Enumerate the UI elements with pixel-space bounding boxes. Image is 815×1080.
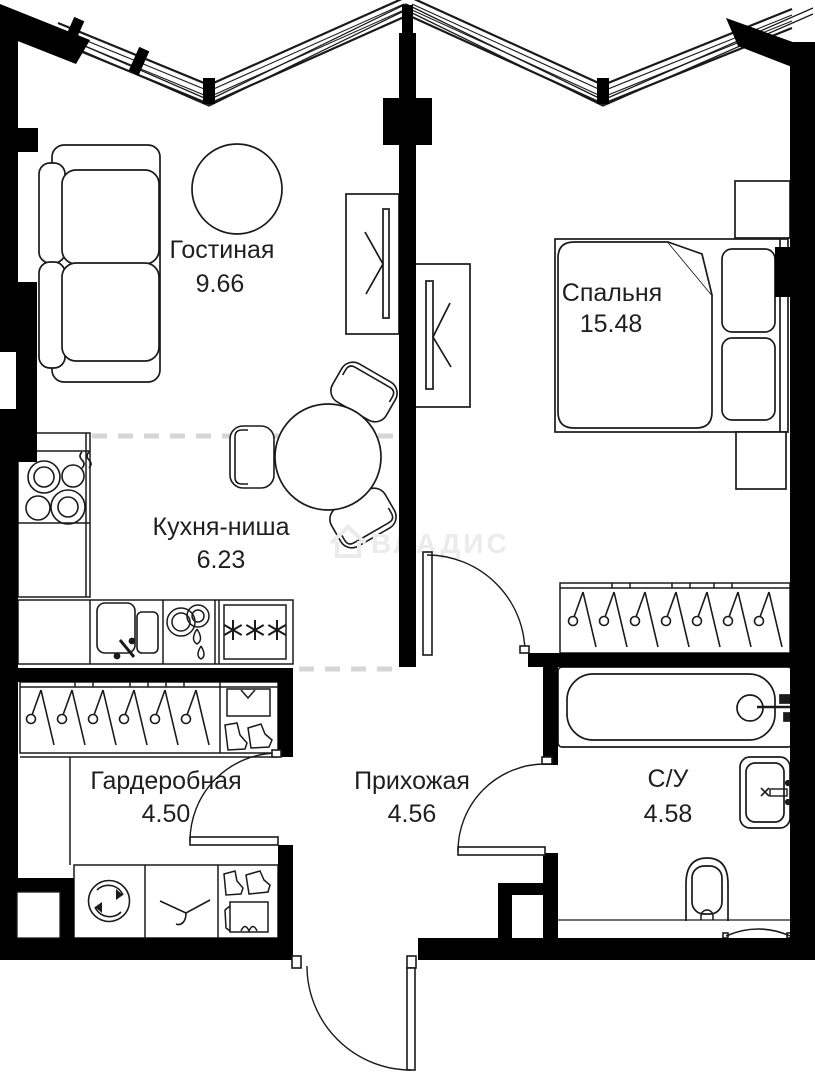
wall-niches [0,352,61,939]
bathroom-door [457,756,553,856]
stove [25,451,92,525]
fridge [223,604,287,660]
zone-dashed-lines [92,433,397,672]
wardrobe-door [189,749,282,846]
bathtub [557,666,794,748]
coat-hook [159,899,211,926]
room-label-kitchen: Кухня-ниша [153,513,290,541]
bathroom-sink [739,756,792,829]
round-rug [191,143,283,235]
room-area-living: 9.66 [196,270,245,298]
room-label-living: Гостиная [170,236,275,264]
tv-unit-bedroom [414,263,471,408]
storage-boots-box [223,870,271,933]
room-area-kitchen: 6.23 [197,546,246,574]
nightstand-top [734,180,791,239]
watermark-text: ВЛАДИС [371,528,510,559]
shirt-box [226,688,271,717]
bed [554,238,789,433]
room-label-hallway: Прихожая [354,767,470,795]
dish-rack [166,604,210,660]
room-label-bathroom: С/У [648,765,689,793]
watermark: ВЛАДИС [329,524,510,559]
room-area-bathroom: 4.58 [644,800,693,828]
watermark-house-icon [329,524,367,558]
room-label-wardrobe: Гардеробная [90,767,241,795]
room-area-bedroom: 15.48 [580,310,643,338]
boots [224,722,273,751]
sofa [38,144,161,383]
dining-table [274,403,382,511]
room-area-wardrobe: 4.50 [142,800,191,828]
walls [0,4,815,960]
room-label-bedroom: Спальня [562,279,662,307]
kitchen-sink [96,602,159,660]
nightstand-bottom [735,431,787,490]
tv-unit-living [345,193,400,335]
towel-rail [558,919,793,939]
room-area-hallway: 4.56 [388,800,437,828]
toilet [685,857,729,921]
entry-door [291,955,417,1071]
bedroom-door [422,551,530,656]
wardrobe-closet [19,681,279,865]
washing-machine [87,879,131,923]
